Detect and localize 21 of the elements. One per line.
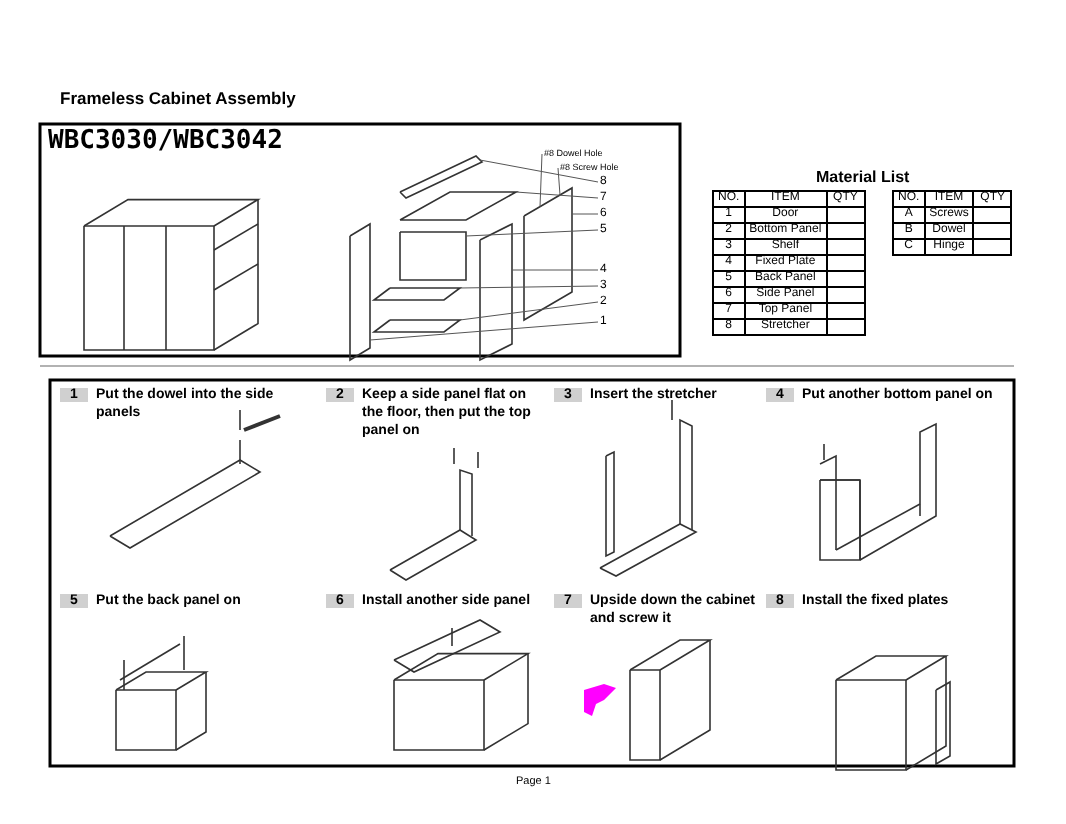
leader-line — [459, 301, 599, 321]
leader-line — [511, 269, 599, 271]
back-panel-part — [399, 231, 467, 281]
bottom-panel-part — [371, 319, 463, 333]
table-title: Material List — [816, 168, 910, 186]
top-panel-part — [396, 191, 520, 221]
leader-line — [557, 167, 561, 196]
leader-line — [539, 153, 543, 208]
model-number: WBC3030/WBC3042 — [48, 126, 283, 156]
side-panel-part — [523, 186, 573, 322]
fixed-plate-part — [479, 222, 513, 362]
leader-line — [571, 213, 599, 215]
leader-line — [465, 229, 599, 237]
stretcher-part — [398, 155, 484, 199]
page-title: Frameless Cabinet Assembly — [60, 88, 296, 108]
leader-line — [459, 285, 599, 289]
leader-line — [479, 159, 599, 183]
leader-line — [515, 191, 599, 199]
door-part — [349, 222, 371, 362]
shelf-part — [371, 287, 463, 301]
leader-line — [369, 321, 599, 341]
